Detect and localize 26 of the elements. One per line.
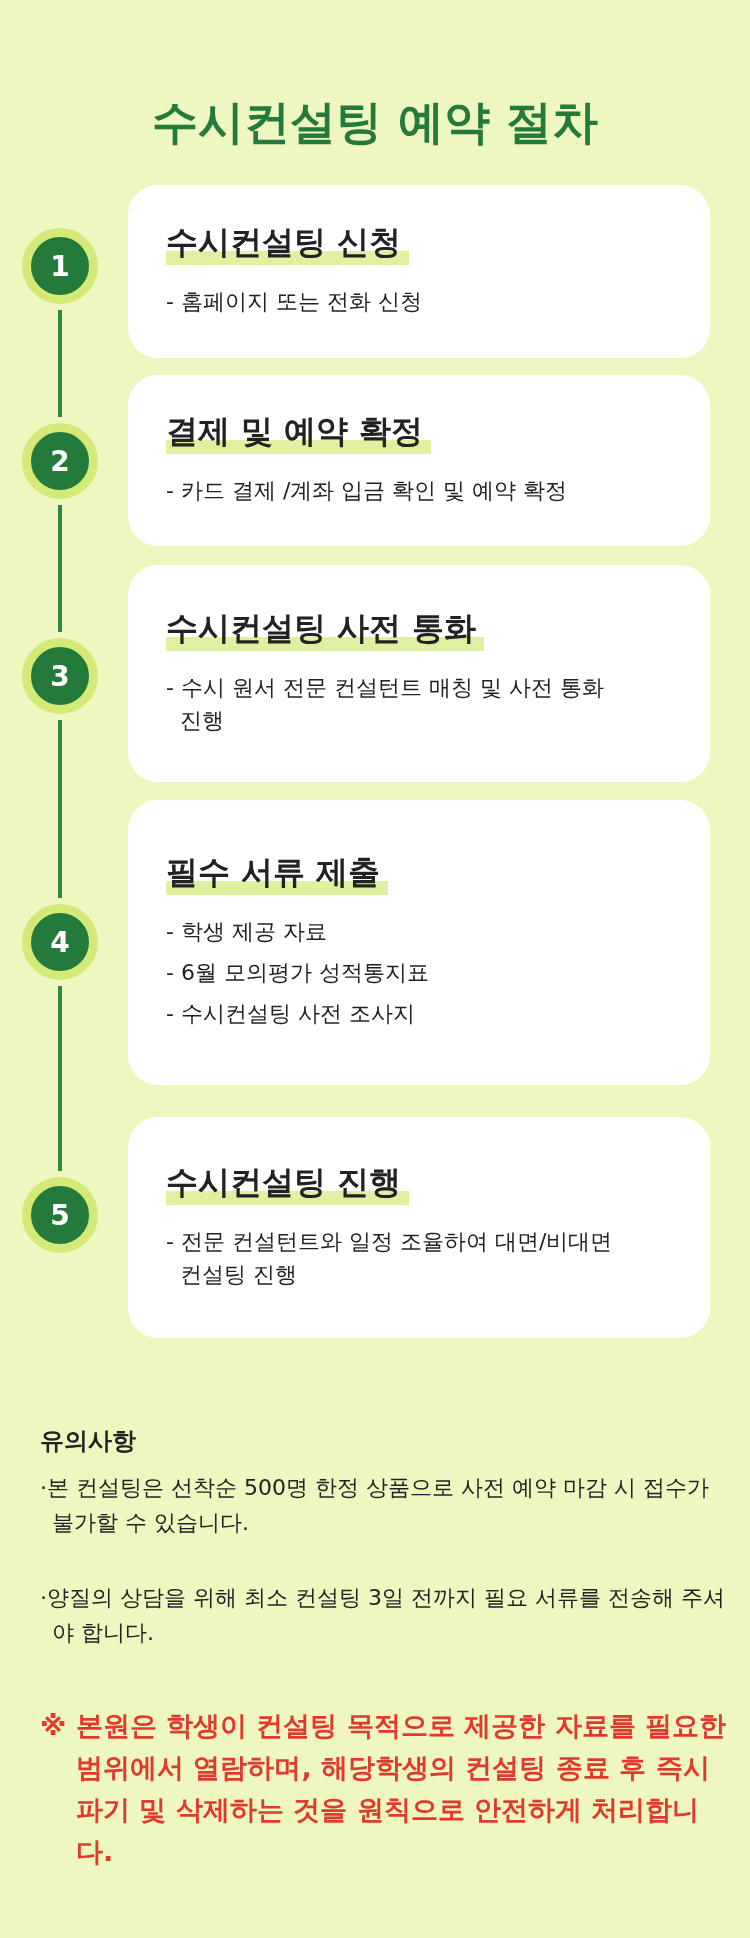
step-number-circle: 2 xyxy=(22,423,98,499)
step-card xyxy=(128,1117,710,1338)
step-number-circle: 4 xyxy=(22,904,98,980)
step-card xyxy=(128,800,710,1085)
step-description: - 카드 결제 /계좌 입금 확인 및 예약 확정 xyxy=(166,477,569,505)
step-description: - 학생 제공 자료 xyxy=(166,918,328,946)
step-description: - 6월 모의평가 성적통지표 xyxy=(166,959,430,987)
connector-line xyxy=(58,505,62,632)
step-description: - 수시컨설팅 사전 조사지 xyxy=(166,1000,416,1028)
step-description: - 수시 원서 전문 컨설턴트 매칭 및 사전 통화 진행 xyxy=(166,673,605,735)
connector-line xyxy=(58,720,62,898)
step-number-circle: 1 xyxy=(22,228,98,304)
step-number-circle: 5 xyxy=(22,1177,98,1253)
warning-note: ※ 본원은 학생이 컨설팅 목적으로 제공한 자료를 필요한 범위에서 열람하며, 해당학생의 컨설팅 종료 후 즉시 파기 및 삭제하는 것을 원칙으로 안전하게 처리합니다. xyxy=(40,1709,728,1869)
note-text: ·본 컨설팅은 선착순 500명 한정 상품으로 사전 예약 마감 시 접수가 불가할 수 있습니다. xyxy=(40,1474,710,1538)
step-number-circle: 3 xyxy=(22,638,98,714)
diagram-title: 수시컨설팅 예약 절차 xyxy=(151,94,599,151)
step-description: - 홈페이지 또는 전화 신청 xyxy=(166,288,423,316)
connector-line xyxy=(58,310,62,417)
connector-line xyxy=(58,986,62,1171)
step-card xyxy=(128,375,710,546)
note-text: ·양질의 상담을 위해 최소 컨설팅 3일 전까지 필요 서류를 전송해 주셔야 합니다. xyxy=(40,1584,726,1648)
notes-heading: 유의사항 xyxy=(40,1426,137,1457)
step-description: - 전문 컨설턴트와 일정 조율하여 대면/비대면 컨설팅 진행 xyxy=(166,1227,614,1289)
step-card xyxy=(128,565,710,782)
step-card xyxy=(128,185,710,358)
